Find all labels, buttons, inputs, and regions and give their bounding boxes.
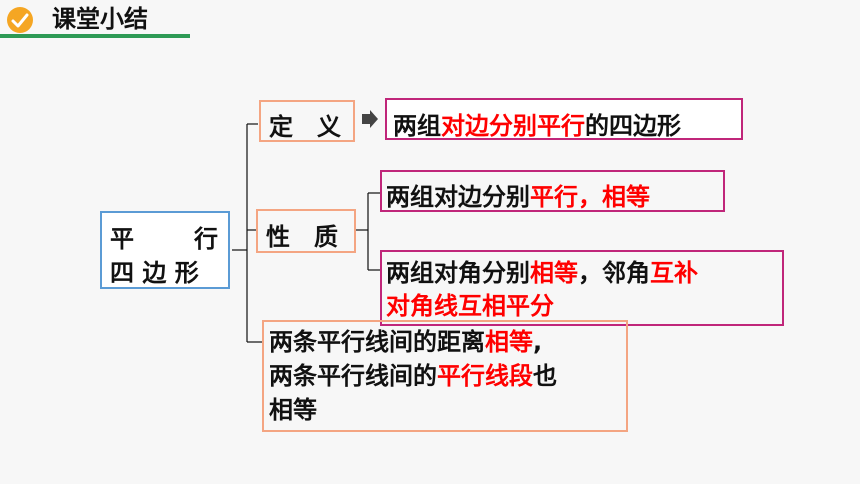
definition-text: 两组对边分别平行的四边形 [385,98,743,140]
property-angles-diagonals: 两组对角分别相等，邻角互补 对角线互相平分 [380,250,784,326]
section-title: 课堂小结 [52,5,148,33]
root-node: 平 行 四 边 形 [100,211,230,289]
arrow-right-icon [362,110,378,128]
property-sides: 两组对边分别平行，相等 [380,170,725,212]
pie-chart-icon [7,7,33,33]
title-underline [0,34,190,38]
root-label-1a: 平 [110,225,134,253]
definition-text-c: 的四边形 [585,112,681,140]
property-diagonals: 对角线互相平分 [386,292,554,320]
root-label-1b: 行 [194,225,218,253]
root-label-2: 四 边 形 [110,259,199,287]
property-label: 性 质 [256,209,356,253]
definition-label: 定 义 [259,100,355,142]
definition-text-b: 对边分别平行 [441,112,585,140]
definition-text-a: 两组 [393,112,441,140]
distance-property: 两条平行线间的距离相等, 两条平行线间的平行线段也 相等 [262,320,628,432]
